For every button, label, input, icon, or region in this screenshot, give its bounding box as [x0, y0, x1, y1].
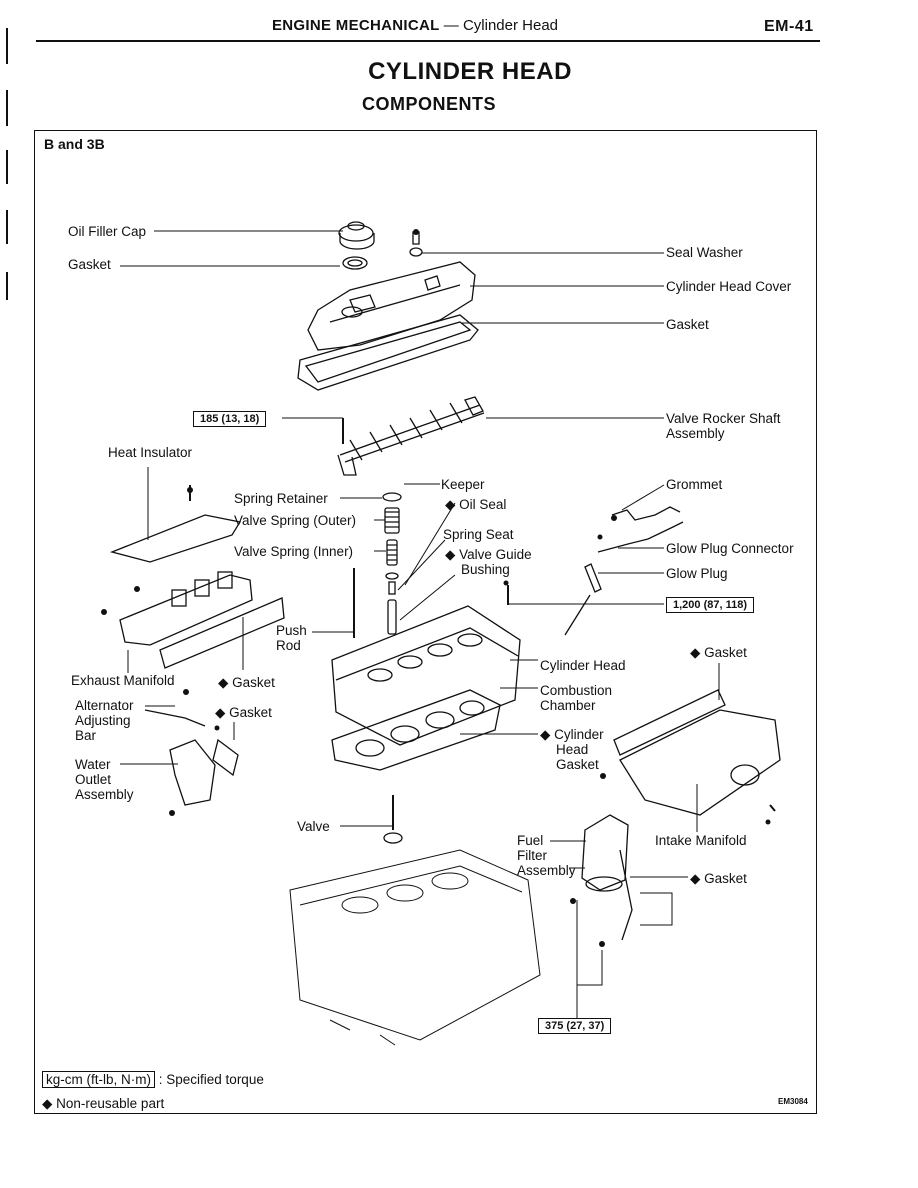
- label-water-outlet-2: Outlet: [75, 772, 112, 787]
- label-cylinder-head: Cylinder Head: [540, 658, 626, 673]
- header-rule: [36, 40, 820, 42]
- margin-mark: [6, 90, 8, 126]
- label-valve-spring-outer: Valve Spring (Outer): [234, 513, 357, 528]
- valve-guide-drawing: [387, 599, 397, 635]
- label-alternator-bar-3: Bar: [75, 728, 97, 743]
- label-valve-guide-2: Bushing: [461, 562, 510, 577]
- alternator-bar-drawing: [144, 709, 206, 727]
- label-spring-seat: Spring Seat: [443, 527, 514, 542]
- margin-mark: [6, 210, 8, 244]
- legend-unit-box: kg-cm (ft-lb, N·m): [42, 1071, 155, 1088]
- intake-gasket-drawing: [613, 689, 726, 756]
- label-cylinder-head-gasket-2: Head: [556, 742, 589, 757]
- label-grommet: Grommet: [666, 477, 723, 492]
- glow-plug-drawing: [564, 563, 602, 636]
- cover-gasket-drawing: [297, 314, 479, 391]
- label-valve-rocker-shaft: Valve Rocker Shaft: [666, 411, 781, 426]
- label-combustion-chamber: Combustion: [540, 683, 613, 698]
- label-cylinder-head-cover: Cylinder Head Cover: [666, 279, 792, 294]
- label-fuel-filter-3: Assembly: [517, 863, 576, 878]
- label-valve-rocker-shaft-2: Assembly: [666, 426, 725, 441]
- label-oil-seal: ◆ Oil Seal: [445, 497, 507, 512]
- label-gasket-intake: ◆ Gasket: [690, 645, 747, 660]
- label-intake-manifold: Intake Manifold: [655, 833, 747, 848]
- label-glow-plug-connector: Glow Plug Connector: [666, 541, 794, 556]
- label-cylinder-head-gasket: ◆ Cylinder: [540, 727, 604, 742]
- legend-unit-text: : Specified torque: [158, 1072, 264, 1087]
- label-gasket-exhaust: ◆ Gasket: [218, 675, 275, 690]
- label-valve: Valve: [297, 819, 330, 834]
- torque-box-fuel: 375 (27, 37): [538, 1018, 612, 1034]
- water-gasket-drawing: [212, 738, 239, 777]
- torque-box-rocker: 185 (13, 18): [193, 411, 267, 427]
- label-water-outlet-3: Assembly: [75, 787, 134, 802]
- label-glow-plug: Glow Plug: [666, 566, 728, 581]
- label-water-outlet: Water: [75, 757, 111, 772]
- water-outlet-drawing: [169, 739, 216, 806]
- margin-mark: [6, 28, 8, 64]
- page-subtitle: COMPONENTS: [362, 94, 497, 114]
- label-gasket-water: ◆ Gasket: [215, 705, 272, 720]
- legend-nonreusable: ◆ Non-reusable part: [42, 1096, 165, 1111]
- head-gasket-drawing: [331, 689, 501, 771]
- engine-block-drawing: [289, 849, 541, 1046]
- page-title: CYLINDER HEAD: [368, 58, 572, 85]
- legend-torque: kg-cm (ft-lb, N·m) : Specified torque: [42, 1071, 264, 1088]
- torque-box-glow-plug: 1,200 (87, 118): [666, 597, 755, 613]
- label-gasket-cap: Gasket: [68, 257, 111, 272]
- label-alternator-bar-2: Adjusting: [75, 713, 131, 728]
- label-seal-washer: Seal Washer: [666, 245, 743, 260]
- label-alternator-bar: Alternator: [75, 698, 134, 713]
- rocker-shaft-drawing: [337, 396, 485, 476]
- diagram-frame: [34, 130, 817, 1114]
- grommet-drawing: [611, 506, 681, 521]
- valve-drawing: [383, 832, 403, 844]
- glow-plug-connector-drawing: [597, 521, 684, 553]
- cylinder-head-cover-drawing: [307, 261, 476, 351]
- figure-code: EM3084: [778, 1097, 808, 1106]
- fuel-filter-drawing: [581, 814, 633, 941]
- label-valve-spring-inner: Valve Spring (Inner): [234, 544, 354, 559]
- label-fuel-filter-2: Filter: [517, 848, 547, 863]
- exhaust-gasket-drawing: [159, 597, 285, 669]
- label-exhaust-manifold: Exhaust Manifold: [71, 673, 175, 688]
- running-header: ENGINE MECHANICAL — Cylinder Head: [272, 17, 558, 34]
- label-keeper: Keeper: [441, 477, 485, 492]
- intake-manifold-drawing: [613, 689, 781, 816]
- margin-mark: [6, 150, 8, 184]
- label-push-rod-2: Rod: [276, 638, 301, 653]
- label-gasket-fuel: ◆ Gasket: [690, 871, 747, 886]
- label-fuel-filter: Fuel: [517, 833, 544, 848]
- heat-insulator-drawing: [109, 514, 242, 563]
- valve-spring-inner-drawing: [386, 539, 398, 566]
- label-gasket-cover: Gasket: [666, 317, 709, 332]
- exhaust-manifold-drawing: [119, 571, 253, 646]
- label-combustion-chamber-2: Chamber: [540, 698, 596, 713]
- label-spring-retainer: Spring Retainer: [234, 491, 328, 506]
- label-cylinder-head-gasket-3: Gasket: [556, 757, 599, 772]
- page-number: EM-41: [764, 18, 814, 35]
- model-label: B and 3B: [44, 136, 105, 152]
- cap-gasket-drawing: [342, 256, 368, 270]
- label-push-rod: Push: [276, 623, 307, 638]
- cylinder-head-drawing: [331, 605, 521, 746]
- label-oil-filler-cap: Oil Filler Cap: [68, 224, 147, 239]
- label-heat-insulator: Heat Insulator: [108, 445, 193, 460]
- oil-filler-cap-drawing: [338, 221, 375, 250]
- margin-mark: [6, 272, 8, 300]
- label-valve-guide: ◆ Valve Guide: [445, 547, 532, 562]
